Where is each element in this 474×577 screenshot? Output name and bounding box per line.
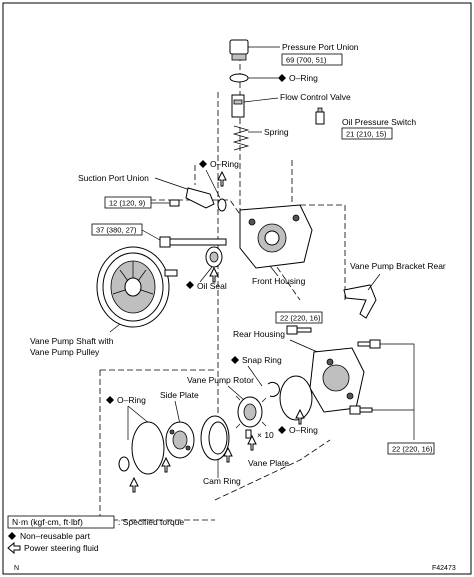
fluid-arrow-icon — [247, 434, 257, 451]
torque-box-37 — [91, 223, 143, 236]
oil-pressure-switch-part — [315, 107, 325, 125]
vane-pump-rotor-part — [227, 385, 267, 429]
non-reusable-diamond-icon — [278, 426, 286, 434]
vane-pump-shaft-label-line2: Vane Pump Pulley — [30, 347, 100, 357]
rear-housing-part — [309, 347, 365, 413]
fluid-arrow-icon — [129, 476, 139, 493]
corner-mark: N — [14, 565, 19, 572]
legend: N·m (kgf·cm, ft·lbf) : Specified torque … — [7, 515, 184, 555]
non-reusable-diamond-icon — [199, 160, 207, 168]
legend-torque-box — [7, 515, 115, 529]
front-housing-label: Front Housing — [252, 276, 306, 286]
flow-control-valve-part — [231, 94, 279, 118]
side-plate-label: Side Plate — [160, 390, 199, 400]
front-housing-part — [239, 204, 313, 277]
non-reusable-diamond-icon — [106, 396, 114, 404]
fluid-arrow-icon — [161, 456, 171, 473]
non-reusable-diamond-icon — [231, 356, 239, 364]
suction-port-union-label: Suction Port Union — [78, 173, 149, 183]
vane-plate-label: Vane Plate — [248, 458, 289, 468]
legend-torque-desc: : Specified torque — [118, 517, 184, 527]
torque-37-label: 37 (380, 27) — [96, 226, 137, 235]
non-reusable-diamond-icon — [278, 74, 286, 82]
spring-part — [232, 125, 262, 151]
long-bolt-part — [141, 229, 227, 248]
o-ring-suction-label: O–Ring — [210, 159, 239, 169]
torque-box-22b — [387, 442, 435, 455]
bracket-bolt-part — [286, 325, 312, 335]
fluid-arrow-icon — [295, 408, 305, 425]
rear-bolt-upper-part — [357, 339, 381, 349]
figure-id: F42473 — [432, 565, 456, 572]
vane-plate-part — [245, 429, 252, 439]
vane-pump-rotor-label: Vane Pump Rotor — [187, 375, 254, 385]
assembly-line-bottom-right — [214, 439, 331, 501]
oil-seal-part — [199, 246, 223, 283]
small-bolt-part — [151, 199, 180, 207]
oil-seal-label: Oil Seal — [197, 281, 227, 291]
vane-pump-bracket-rear-label: Vane Pump Bracket Rear — [350, 261, 446, 271]
torque-box-69 — [281, 53, 343, 66]
torque-box-22a — [275, 311, 323, 324]
pressure-port-union-label: Pressure Port Union — [282, 42, 359, 52]
torque-box-21 — [341, 127, 393, 140]
vane-pump-shaft-label-line1: Vane Pump Shaft with — [30, 336, 114, 346]
torque-12-label: 12 (120, 9) — [109, 199, 146, 208]
non-reusable-diamond-icon — [186, 281, 194, 289]
o-ring-large-right-part — [279, 375, 313, 421]
fluid-arrow-icon — [217, 170, 227, 187]
flow-control-valve-label: Flow Control Valve — [280, 92, 351, 102]
torque-22b-label: 22 (220, 16) — [392, 445, 433, 454]
rear-housing-label: Rear Housing — [233, 329, 285, 339]
pressure-port-union-part — [229, 39, 280, 61]
spring-label: Spring — [264, 127, 289, 137]
torque-box-12 — [104, 196, 152, 209]
o-ring-left-label: O–Ring — [117, 395, 146, 405]
o-ring-suction-part — [217, 198, 227, 212]
vane-pump-bracket-rear-part — [343, 273, 381, 319]
fluid-arrow-icon — [7, 541, 21, 555]
oil-pressure-switch-label: Oil Pressure Switch — [342, 117, 416, 127]
o-ring-small-left-part — [118, 456, 130, 472]
torque-69-label: 69 (700, 51) — [286, 56, 327, 65]
o-ring-large-left-part — [131, 421, 165, 475]
torque-22a-label: 22 (220, 16) — [280, 314, 321, 323]
snap-ring-part — [267, 381, 280, 397]
non-reusable-diamond-icon — [8, 532, 16, 540]
rear-bolt-lower-part — [349, 405, 373, 415]
o-ring-top-label: O–Ring — [289, 73, 318, 83]
legend-fluid: Power steering fluid — [24, 543, 99, 553]
fluid-arrow-icon — [223, 446, 233, 463]
side-plate-part — [165, 421, 195, 459]
suction-port-union-part — [185, 187, 215, 209]
vane-pump-pulley-part — [96, 246, 178, 333]
x10-label: × 10 — [257, 430, 274, 440]
assembly-line-bracket — [300, 204, 346, 300]
legend-non-reusable: Non–reusable part — [20, 531, 91, 541]
cam-ring-part — [200, 415, 230, 478]
torque-21-label: 21 (210, 15) — [346, 130, 387, 139]
o-ring-top-part — [229, 73, 249, 83]
legend-torque-key: N·m (kgf·cm, ft·lbf) — [12, 517, 83, 527]
o-ring-right-label: O–Ring — [289, 425, 318, 435]
fluid-arrow-icon — [209, 266, 219, 283]
snap-ring-label: Snap Ring — [242, 355, 282, 365]
cam-ring-label: Cam Ring — [203, 476, 241, 486]
